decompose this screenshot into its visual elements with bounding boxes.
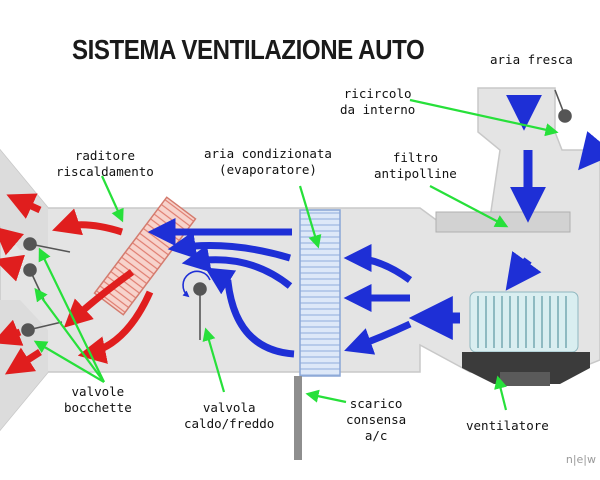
diagram-title: SISTEMA VENTILAZIONE AUTO: [72, 34, 425, 65]
drain-pipe: [294, 376, 302, 460]
label-hot-cold-valve: valvola caldo/freddo: [184, 400, 275, 431]
label-fresh-air: aria fresca: [490, 52, 573, 67]
label-blower: ventilatore: [466, 418, 549, 433]
label-filter: filtro antipolline: [374, 150, 457, 181]
label-evaporator: aria condizionata (evaporatore): [204, 146, 332, 177]
label-recirculation: ricircolo da interno: [340, 86, 416, 117]
evaporator: [299, 209, 341, 377]
watermark: n|e|w: [565, 453, 596, 466]
fan-blower-icon: [462, 291, 590, 386]
label-ac-drain: scarico consensa a/c: [346, 396, 407, 443]
label-radiator: raditore riscaldamento: [56, 148, 154, 179]
filter-slab: [435, 211, 571, 233]
pivot-valve-icon: [21, 89, 572, 340]
label-vent-valves: valvole bocchette: [64, 384, 132, 415]
